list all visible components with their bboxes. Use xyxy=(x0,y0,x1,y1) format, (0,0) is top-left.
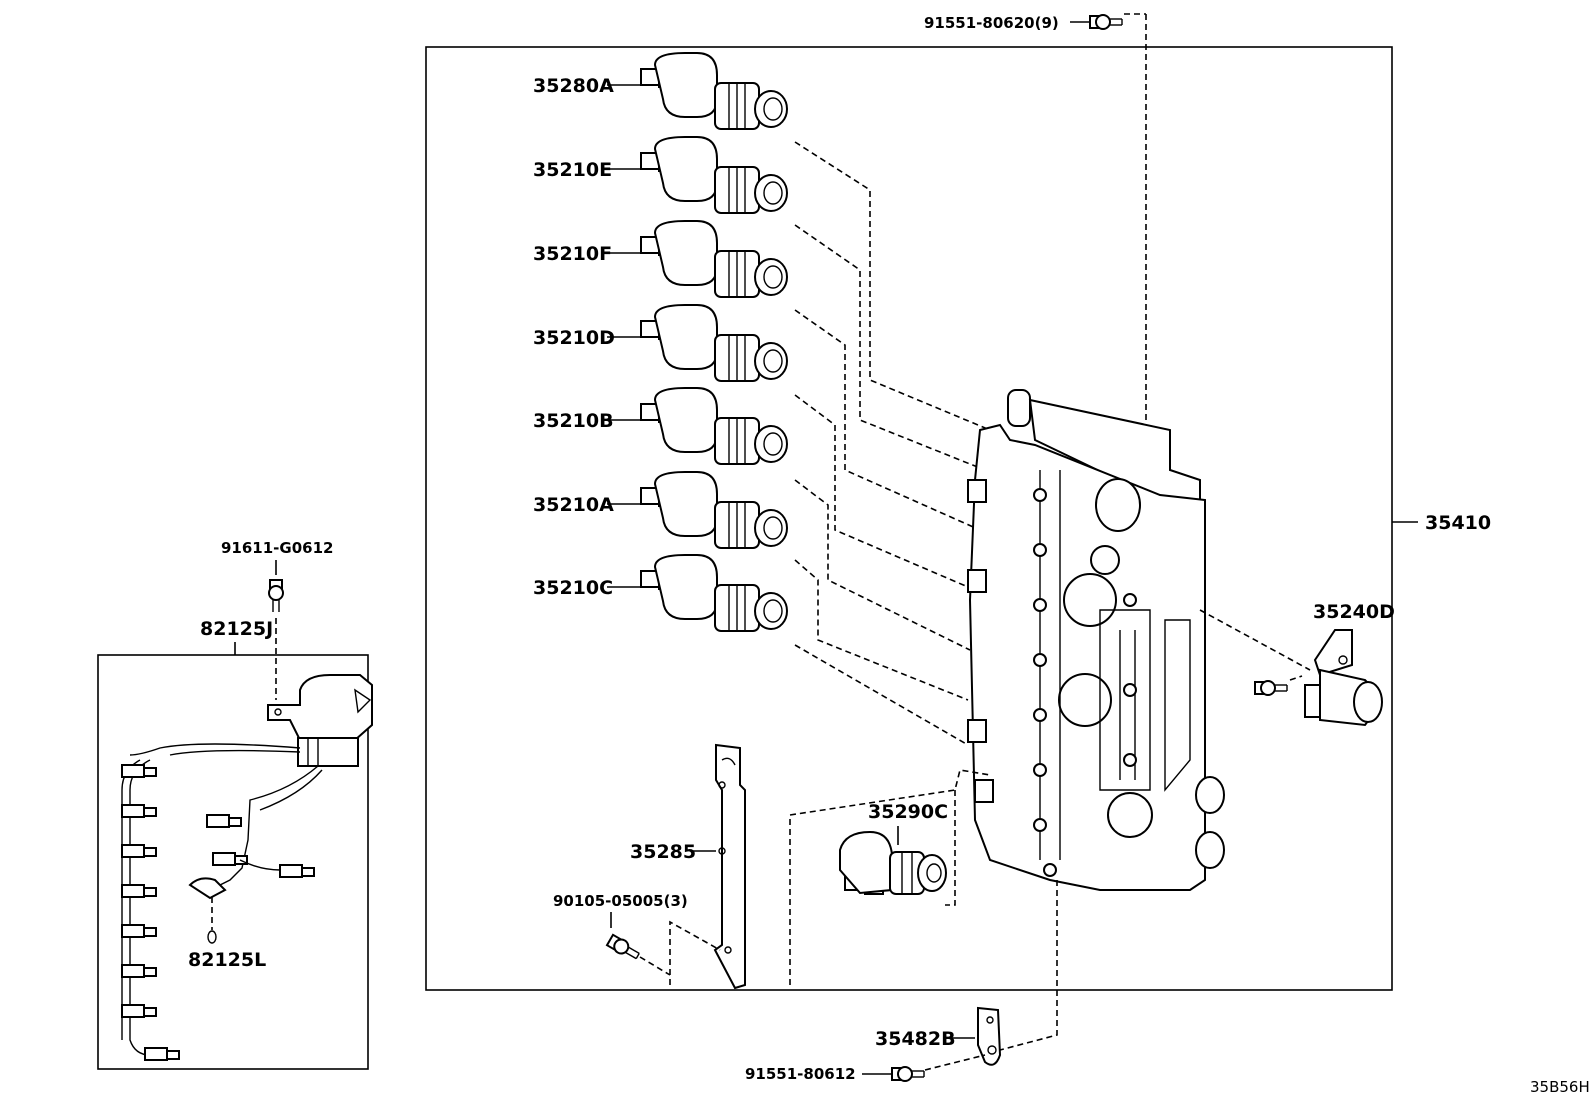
assembly-frame xyxy=(425,46,1393,991)
harness-frame xyxy=(97,654,369,1070)
label-bolt-90105-05005: 90105-05005(3) xyxy=(553,892,688,910)
plate-35482B-guide xyxy=(999,880,1058,1051)
sensor-guide-line xyxy=(1199,609,1311,671)
label-82125J: 82125J xyxy=(200,618,273,640)
solenoid-35290C xyxy=(839,830,947,895)
label-82125L: 82125L xyxy=(188,949,266,971)
label-bolt-91611-G0612: 91611-G0612 xyxy=(221,539,333,557)
label-35210A: 35210A xyxy=(533,494,614,516)
label-35285: 35285 xyxy=(630,841,696,863)
plate-35482B xyxy=(977,1006,1002,1066)
bolt-91611-icon xyxy=(268,579,284,613)
label-35290C: 35290C xyxy=(868,801,948,823)
bolt-90105-icon xyxy=(605,932,643,964)
label-35482B: 35482B xyxy=(875,1028,956,1050)
sensor-bolt-icon xyxy=(1254,680,1288,696)
label-35210C: 35210C xyxy=(533,577,613,599)
label-35210F: 35210F xyxy=(533,243,612,265)
label-bolt-91551-80612: 91551-80612 xyxy=(745,1065,856,1083)
diagram-code: 35B56H xyxy=(1530,1078,1590,1096)
label-bolt-91551-80620: 91551-80620(9) xyxy=(924,14,1059,32)
label-35210D: 35210D xyxy=(533,327,615,349)
label-35410: 35410 xyxy=(1425,512,1491,534)
wire-harness-82125J xyxy=(121,674,373,1061)
solenoid-35210D: 35210D xyxy=(533,304,976,591)
label-35240D: 35240D xyxy=(1313,601,1395,623)
sensor-35240D xyxy=(1304,629,1383,727)
solenoid-35280A: 35280A xyxy=(533,52,991,431)
connector-82125L-ring-icon xyxy=(207,930,217,944)
label-35210E: 35210E xyxy=(533,159,612,181)
label-35280A: 35280A xyxy=(533,75,614,97)
solenoid-35210F: 35210F xyxy=(533,220,981,531)
solenoid-35210B: 35210B xyxy=(533,387,971,651)
solenoid-35210A: 35210A xyxy=(533,471,969,701)
bolt-bottom-icon xyxy=(891,1066,925,1082)
bolt-icon xyxy=(1089,14,1123,30)
plate-35285 xyxy=(713,743,746,990)
label-35210B: 35210B xyxy=(533,410,614,432)
solenoid-35290C-guide xyxy=(945,790,956,906)
solenoid-35210C: 35210C xyxy=(533,554,969,746)
valve-body-35410 xyxy=(967,389,1225,891)
solenoid-35210E: 35210E xyxy=(533,136,986,471)
